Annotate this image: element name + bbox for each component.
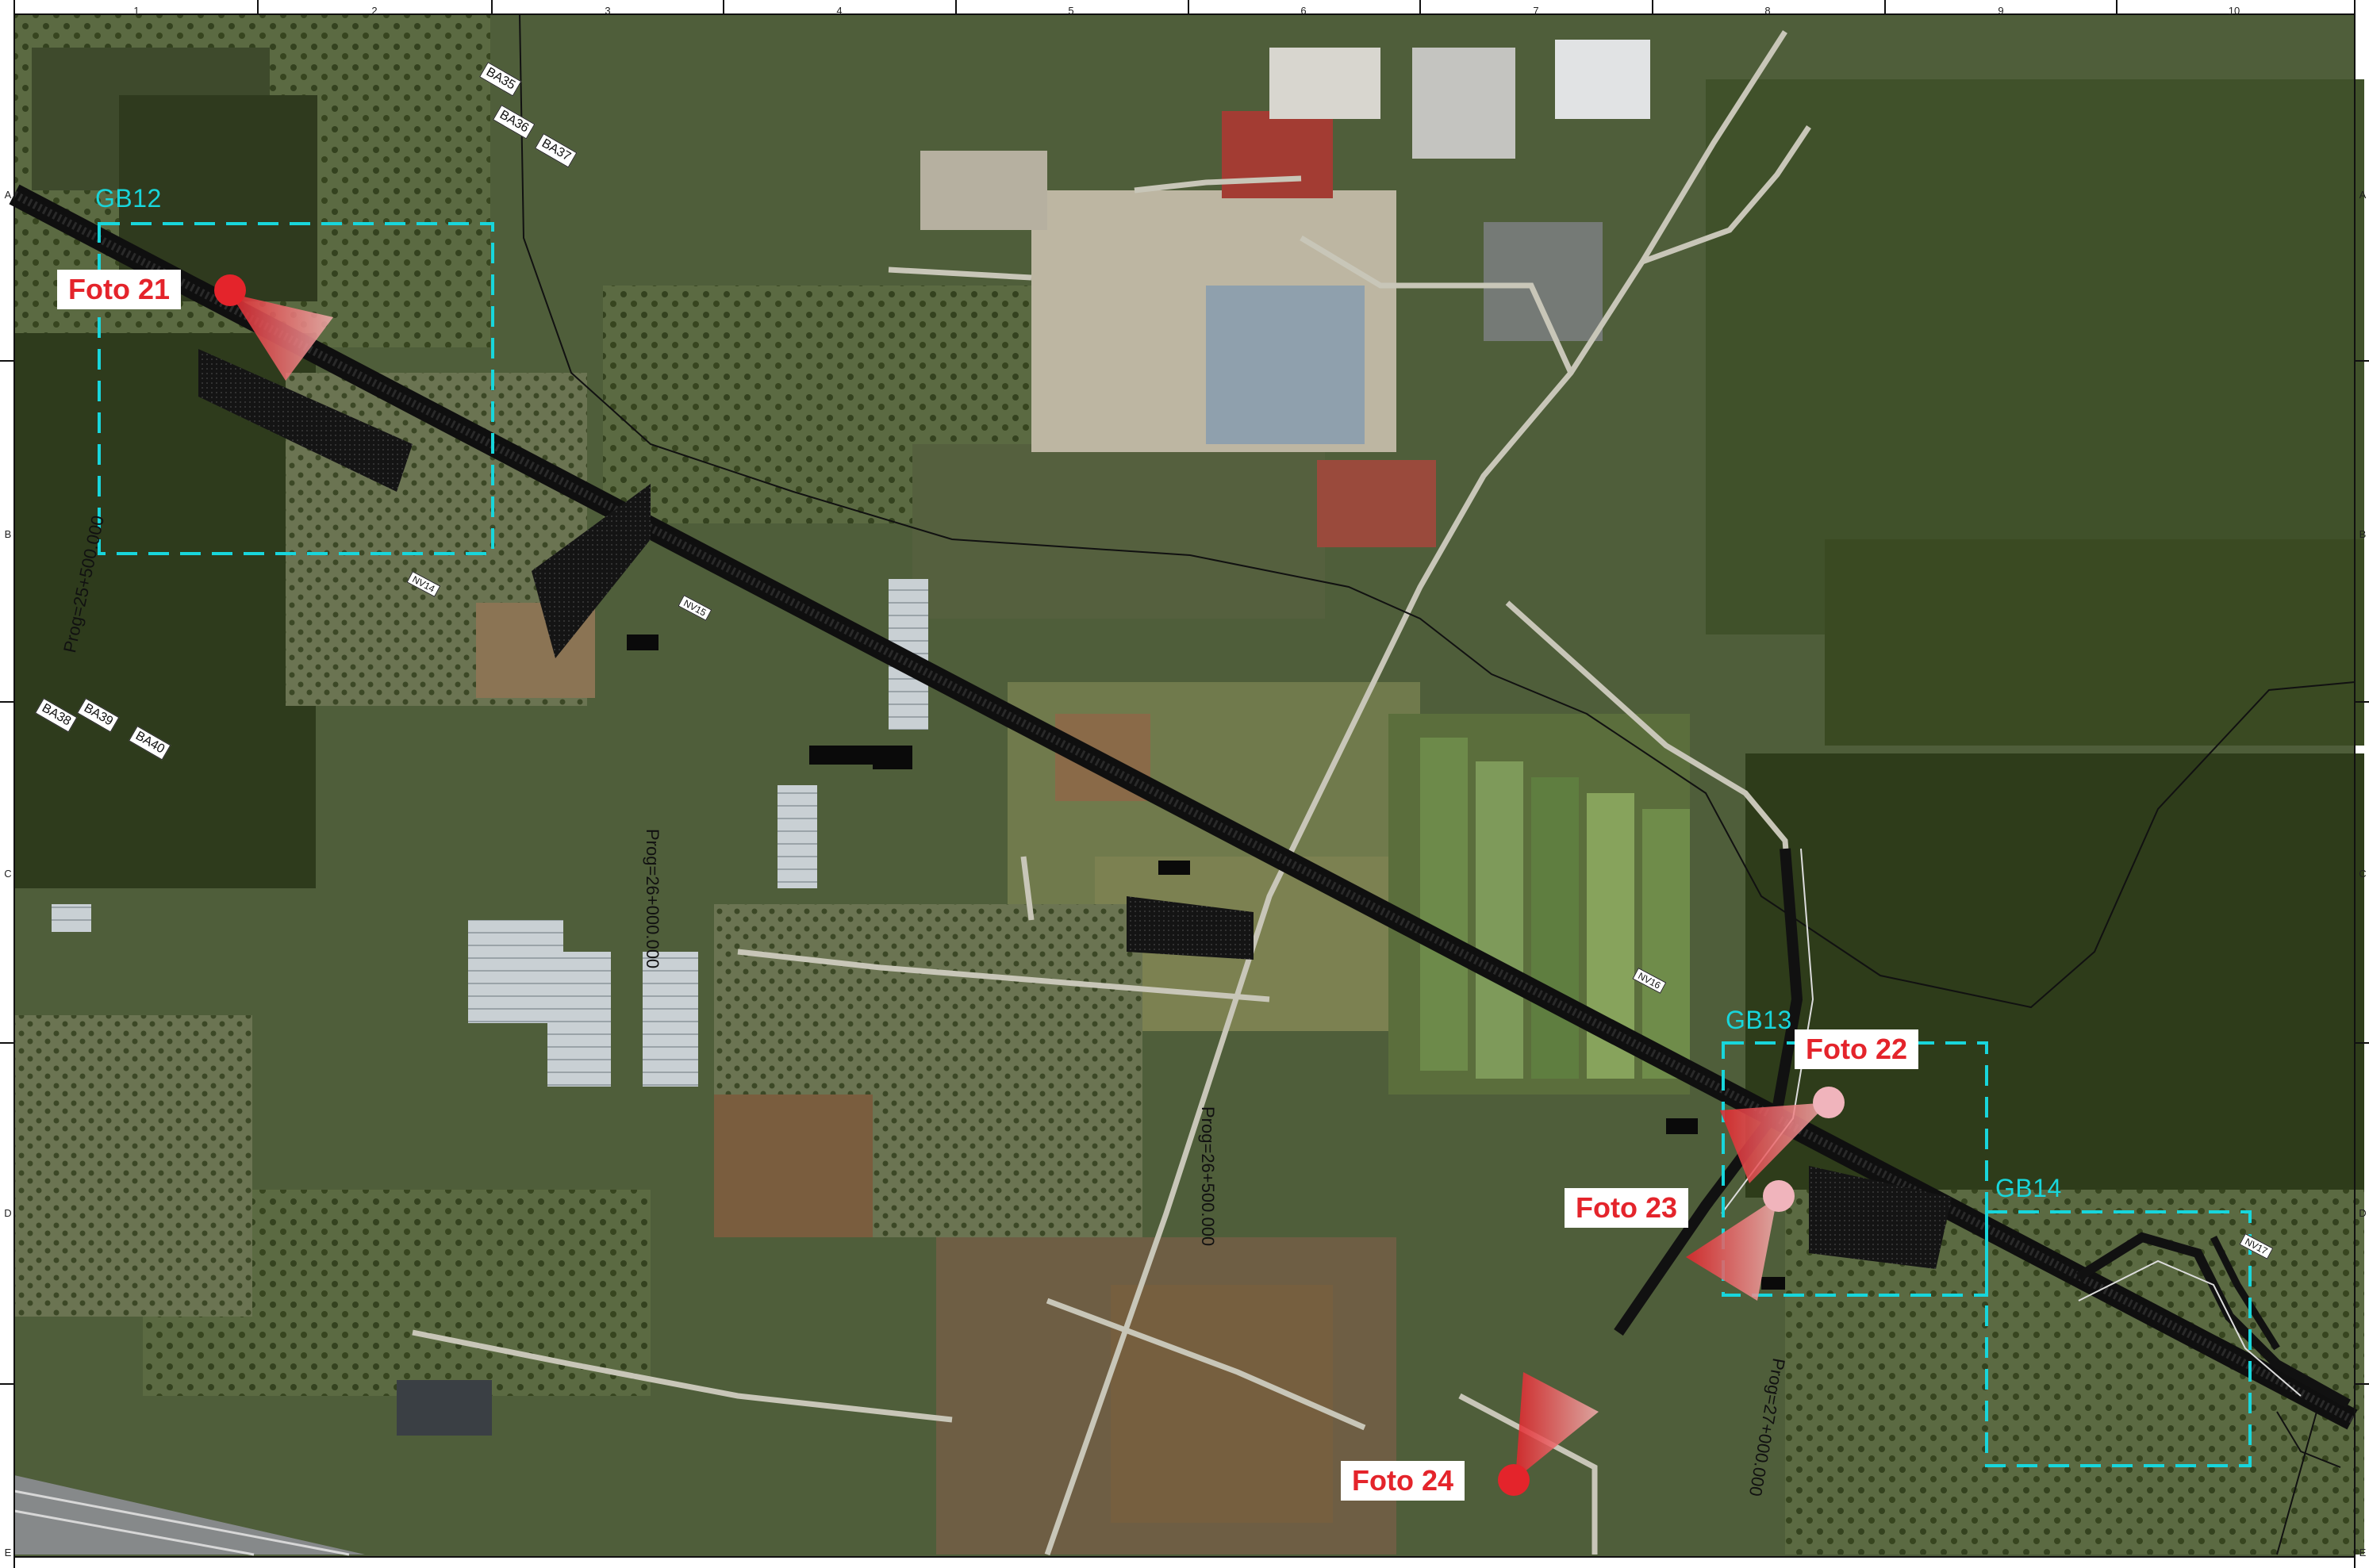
grid-row-label: D xyxy=(2359,1207,2367,1219)
grid-col-label: 9 xyxy=(1998,5,2004,17)
foto-21-label[interactable]: Foto 21 xyxy=(57,270,182,309)
grid-col-label: 6 xyxy=(1300,5,1307,17)
grid-row-label: B xyxy=(2359,528,2367,540)
grid-row-label: E xyxy=(2359,1547,2367,1558)
foto-24-label[interactable]: Foto 24 xyxy=(1341,1461,1465,1501)
photo-markers xyxy=(214,274,1845,1496)
grid-row-label: D xyxy=(4,1207,12,1219)
grid-col-label: 8 xyxy=(1764,5,1771,17)
highway xyxy=(13,1475,365,1556)
zone-gb13-label: GB13 xyxy=(1726,1006,1792,1034)
boundary-lines xyxy=(519,13,2356,1555)
grid-col-label: 7 xyxy=(1533,5,1539,17)
grid-row-label: C xyxy=(2359,868,2367,880)
chainage-label: Prog=26+500.000 xyxy=(1198,1106,1218,1247)
grid-col-label: 2 xyxy=(371,5,378,17)
grid-row-label: B xyxy=(4,528,12,540)
grid-col-label: 1 xyxy=(133,5,140,17)
chainage-label: Prog=26+000.000 xyxy=(643,829,662,969)
grid-col-label: 4 xyxy=(836,5,843,17)
zone-gb14-label: GB14 xyxy=(1995,1174,2062,1202)
zone-gb12-outline xyxy=(98,222,494,555)
zone-gb14-outline xyxy=(1985,1210,2252,1467)
foto-23-label[interactable]: Foto 23 xyxy=(1565,1188,1689,1228)
foto-22-marker xyxy=(1720,1087,1845,1183)
industrial-zone xyxy=(920,40,1650,547)
foto-24-marker xyxy=(1498,1372,1599,1496)
grid-col-label: 3 xyxy=(605,5,611,17)
grid-row-label: E xyxy=(4,1547,12,1558)
foto-21-marker xyxy=(214,274,333,381)
grid-col-label: 10 xyxy=(2228,5,2240,17)
grid-row-label: A xyxy=(4,189,12,201)
zone-gb12-label: GB12 xyxy=(95,184,162,213)
foto-22-label[interactable]: Foto 22 xyxy=(1795,1029,1919,1069)
greenhouses xyxy=(52,579,928,1436)
grid-row-label: A xyxy=(2359,189,2367,201)
foto-23-marker xyxy=(1686,1180,1795,1301)
grid-col-label: 5 xyxy=(1068,5,1074,17)
grid-row-label: C xyxy=(4,868,12,880)
